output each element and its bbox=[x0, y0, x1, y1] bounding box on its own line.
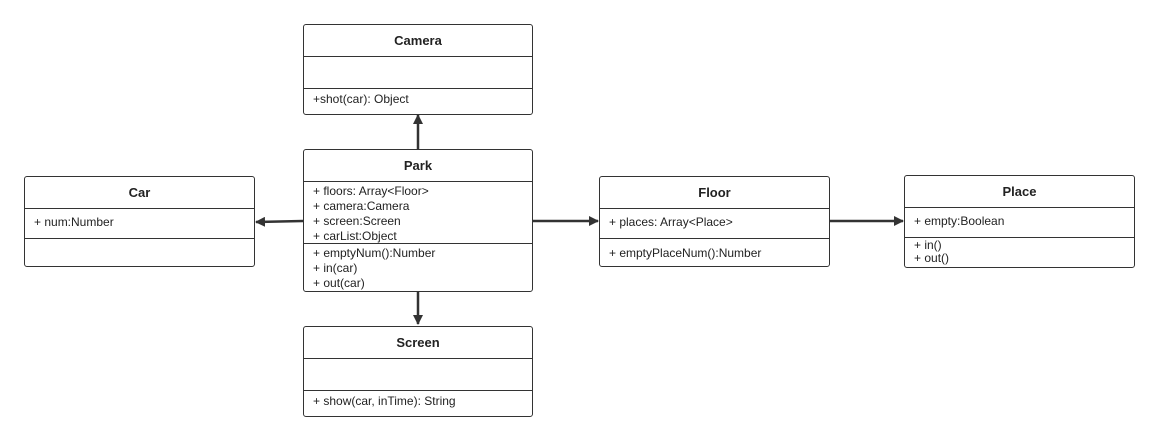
class-car: Car + num:Number bbox=[24, 176, 255, 267]
class-name: Car bbox=[25, 177, 254, 209]
attributes-section bbox=[304, 57, 532, 89]
attributes-section: + places: Array<Place> bbox=[600, 209, 829, 239]
method-line: + show(car, inTime): String bbox=[313, 394, 456, 408]
method-line: + emptyNum():Number bbox=[313, 246, 436, 260]
methods-section: + show(car, inTime): String bbox=[304, 391, 532, 412]
methods-section: + emptyNum():Number+ in(car)+ out(car) bbox=[304, 244, 532, 294]
attributes-section: + empty:Boolean bbox=[905, 208, 1134, 238]
class-name: Place bbox=[905, 176, 1134, 208]
class-name: Camera bbox=[304, 25, 532, 57]
attribute-line: + camera:Camera bbox=[313, 199, 410, 213]
method-line: +shot(car): Object bbox=[313, 92, 409, 106]
methods-section bbox=[25, 239, 254, 245]
attributes-section: + num:Number bbox=[25, 209, 254, 239]
method-line: + emptyPlaceNum():Number bbox=[609, 246, 762, 260]
attribute-line: + screen:Screen bbox=[313, 214, 401, 228]
attribute-line: + num:Number bbox=[34, 215, 114, 229]
attribute-line: + carList:Object bbox=[313, 229, 397, 243]
methods-section: + in()+ out() bbox=[905, 238, 1134, 268]
class-name: Park bbox=[304, 150, 532, 182]
class-place: Place + empty:Boolean + in()+ out() bbox=[904, 175, 1135, 268]
method-line: + in(car) bbox=[313, 261, 358, 275]
arrow-park-to-car bbox=[255, 216, 304, 227]
attribute-line: + places: Array<Place> bbox=[609, 215, 733, 229]
attributes-section bbox=[304, 359, 532, 391]
class-floor: Floor + places: Array<Place> + emptyPlac… bbox=[599, 176, 830, 267]
class-screen: Screen + show(car, inTime): String bbox=[303, 326, 533, 417]
method-line: + out() bbox=[914, 251, 950, 265]
class-name: Screen bbox=[304, 327, 532, 359]
attribute-line: + floors: Array<Floor> bbox=[313, 184, 429, 198]
attributes-section: + floors: Array<Floor>+ camera:Camera+ s… bbox=[304, 182, 532, 244]
methods-section: + emptyPlaceNum():Number bbox=[600, 239, 829, 264]
class-park: Park + floors: Array<Floor>+ camera:Came… bbox=[303, 149, 533, 292]
method-line: + in() bbox=[914, 238, 942, 252]
method-line: + out(car) bbox=[313, 276, 365, 290]
class-camera: Camera +shot(car): Object bbox=[303, 24, 533, 115]
methods-section: +shot(car): Object bbox=[304, 89, 532, 110]
class-name: Floor bbox=[600, 177, 829, 209]
attribute-line: + empty:Boolean bbox=[914, 214, 1005, 228]
